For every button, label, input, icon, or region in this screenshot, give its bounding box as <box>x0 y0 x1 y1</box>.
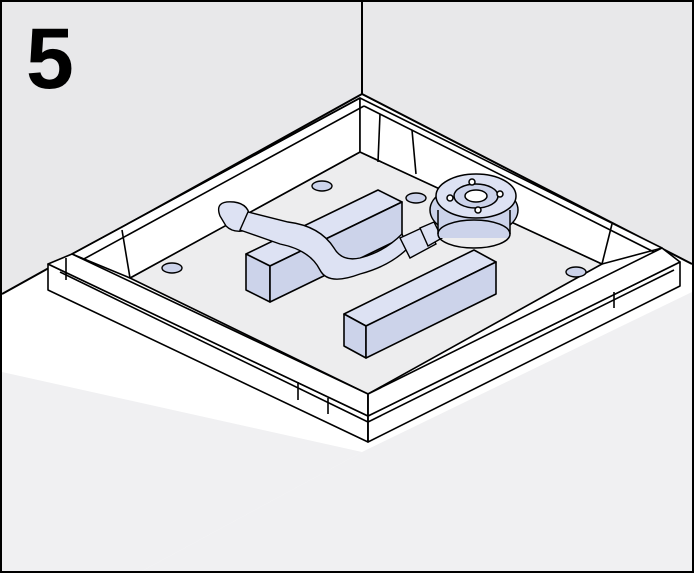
shower-tray <box>47 97 681 443</box>
beam-front-side <box>365 261 497 359</box>
drain-bottom <box>437 219 511 249</box>
floor-shade <box>2 372 362 571</box>
drain-screw <box>446 194 454 202</box>
drain-hole <box>464 189 488 203</box>
adjustable-foot-icon <box>565 266 587 278</box>
pipe-hose <box>239 211 409 280</box>
tray-top-rim-right-inner <box>363 105 655 253</box>
drain-screw <box>468 178 476 186</box>
tray-wall-seam-back <box>377 113 381 163</box>
tray-frame-front-right-line <box>367 269 675 423</box>
drain-screw <box>496 190 504 198</box>
tray-frame-front-left-line <box>59 271 369 423</box>
adjustable-foot-icon <box>405 192 427 204</box>
tray-top-rim-left-inner <box>81 105 365 261</box>
step-number: 5 <box>26 11 74 107</box>
adjustable-foot-icon <box>311 180 333 192</box>
floor-shade-right <box>142 292 692 571</box>
shower-drain-icon <box>429 173 519 249</box>
wall-left-face <box>2 2 362 294</box>
adjustable-foot-icon <box>161 262 183 274</box>
tray-top-rim-left <box>71 97 361 255</box>
tray-wall-seam-back2 <box>411 129 417 175</box>
adjustable-feet <box>161 180 587 278</box>
drain-screw <box>474 206 482 214</box>
support-beam-icon <box>343 249 497 359</box>
flexible-waste-pipe-icon <box>217 201 443 280</box>
wall-right-face <box>362 2 692 264</box>
